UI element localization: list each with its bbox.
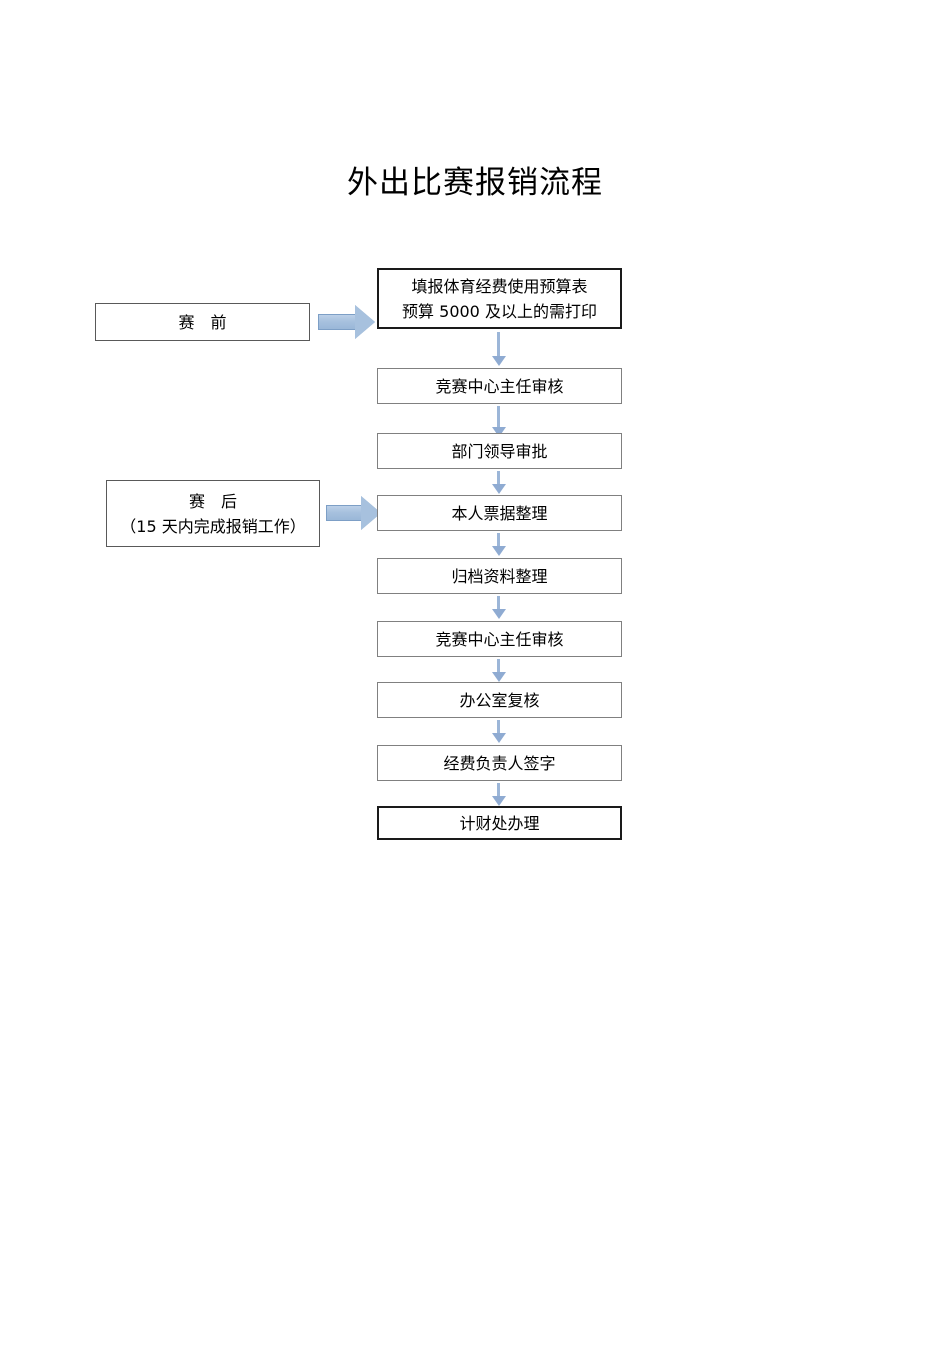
connector-shaft bbox=[497, 332, 500, 357]
flow-step-line: 部门领导审批 bbox=[451, 441, 548, 461]
stage-label-line: （15 天内完成报销工作） bbox=[120, 516, 306, 536]
connector-arrowhead bbox=[492, 356, 506, 366]
arrow-head bbox=[355, 305, 375, 339]
flow-step-6: 竞赛中心主任审核 bbox=[377, 621, 622, 657]
arrow-head bbox=[361, 496, 381, 530]
stage-label-line: 赛 前 bbox=[178, 312, 227, 332]
connector-step-3-to-step-4 bbox=[490, 471, 508, 501]
connector-step-7-to-step-8 bbox=[490, 720, 508, 750]
flow-step-4: 本人票据整理 bbox=[377, 495, 622, 531]
flow-step-line: 预算 5000 及以上的需打印 bbox=[402, 301, 597, 321]
connector-arrowhead bbox=[492, 427, 506, 437]
flow-step-9: 计财处办理 bbox=[377, 806, 622, 840]
flow-step-line: 归档资料整理 bbox=[451, 566, 548, 586]
connector-step-8-to-step-9 bbox=[490, 783, 508, 813]
arrow-tail bbox=[326, 505, 364, 521]
flow-step-5: 归档资料整理 bbox=[377, 558, 622, 594]
stage-box-post-competition: 赛 后 （15 天内完成报销工作） bbox=[106, 480, 320, 547]
connector-step-5-to-step-6 bbox=[490, 596, 508, 626]
arrow-post-competition-to-step-4 bbox=[326, 496, 382, 530]
connector-step-2-to-step-3 bbox=[490, 406, 508, 440]
connector-shaft bbox=[497, 659, 500, 673]
connector-shaft bbox=[497, 533, 500, 547]
stage-label-line: 赛 后 bbox=[188, 491, 237, 511]
connector-arrowhead bbox=[492, 484, 506, 494]
flow-step-2: 竞赛中心主任审核 bbox=[377, 368, 622, 404]
connector-step-6-to-step-7 bbox=[490, 659, 508, 689]
flow-step-8: 经费负责人签字 bbox=[377, 745, 622, 781]
connector-shaft bbox=[497, 471, 500, 485]
connector-shaft bbox=[497, 783, 500, 797]
flow-step-3: 部门领导审批 bbox=[377, 433, 622, 469]
flow-step-7: 办公室复核 bbox=[377, 682, 622, 718]
connector-arrowhead bbox=[492, 609, 506, 619]
connector-arrowhead bbox=[492, 546, 506, 556]
flow-step-line: 填报体育经费使用预算表 bbox=[411, 276, 588, 296]
flow-step-line: 竞赛中心主任审核 bbox=[435, 629, 564, 649]
connector-shaft bbox=[497, 406, 500, 428]
flow-step-line: 办公室复核 bbox=[459, 690, 540, 710]
arrow-tail bbox=[318, 314, 358, 330]
stage-box-pre-competition: 赛 前 bbox=[95, 303, 310, 341]
flow-step-line: 竞赛中心主任审核 bbox=[435, 376, 564, 396]
connector-shaft bbox=[497, 720, 500, 734]
connector-arrowhead bbox=[492, 733, 506, 743]
connector-arrowhead bbox=[492, 672, 506, 682]
flow-step-1: 填报体育经费使用预算表 预算 5000 及以上的需打印 bbox=[377, 268, 622, 329]
arrow-pre-competition-to-step-1 bbox=[318, 305, 376, 339]
connector-shaft bbox=[497, 596, 500, 610]
page-title: 外出比赛报销流程 bbox=[347, 165, 603, 201]
connector-arrowhead bbox=[492, 796, 506, 806]
connector-step-4-to-step-5 bbox=[490, 533, 508, 563]
flow-step-line: 计财处办理 bbox=[459, 813, 540, 833]
connector-step-1-to-step-2 bbox=[490, 332, 508, 366]
flow-step-line: 本人票据整理 bbox=[451, 503, 548, 523]
flow-step-line: 经费负责人签字 bbox=[443, 753, 556, 773]
